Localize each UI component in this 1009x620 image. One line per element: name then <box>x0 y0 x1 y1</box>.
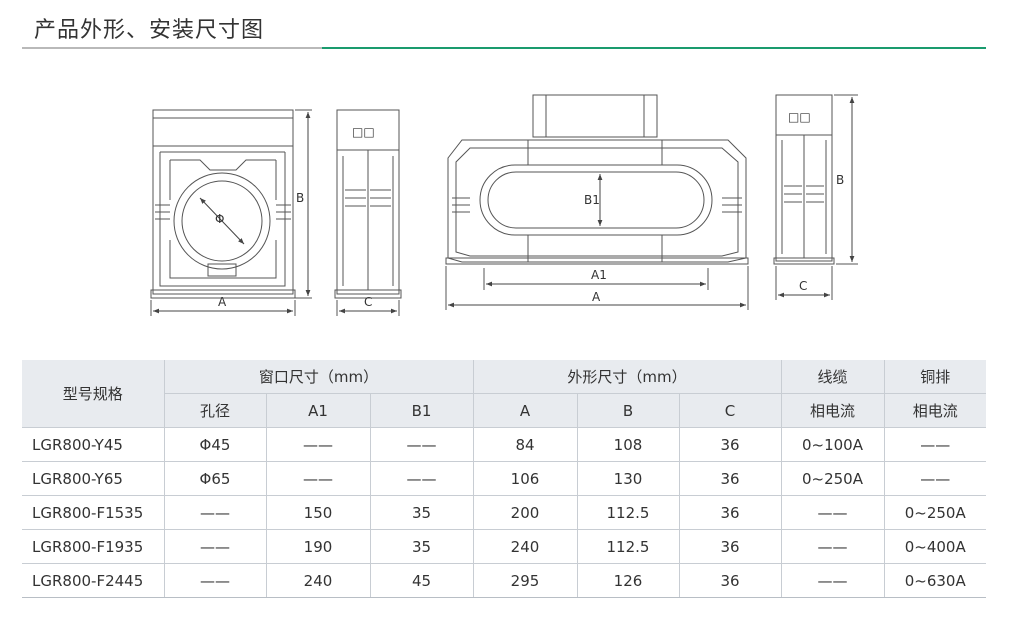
cell-model: LGR800-Y45 <box>22 427 165 462</box>
cell-b: 112.5 <box>577 495 680 530</box>
cell-busbar-current: —— <box>884 461 986 496</box>
label-box-rect: □□ <box>788 110 811 124</box>
label-c-round: C <box>364 295 372 309</box>
rectangular-type-side-view <box>773 94 858 300</box>
cell-a: 240 <box>473 529 578 564</box>
cell-c: 36 <box>679 427 782 462</box>
header-cable: 线缆 <box>781 360 885 394</box>
title-underline-green <box>322 47 986 49</box>
label-a-round: A <box>218 295 227 309</box>
table-row: LGR800-Y65 Φ65 —— —— 106 130 36 0~250A —… <box>22 461 986 496</box>
cell-c: 36 <box>679 563 782 598</box>
cell-a1: —— <box>266 461 371 496</box>
cell-b1: —— <box>370 427 474 462</box>
cell-a: 295 <box>473 563 578 598</box>
cell-b: 126 <box>577 563 680 598</box>
label-b1: B1 <box>584 193 600 207</box>
cell-a1: 190 <box>266 529 371 564</box>
rectangular-type-front-view <box>445 94 749 310</box>
cell-model: LGR800-F1535 <box>22 495 165 530</box>
cell-b1: —— <box>370 461 474 496</box>
header-model: 型号规格 <box>22 360 165 428</box>
cell-a1: 150 <box>266 495 371 530</box>
cell-cable-current: 0~250A <box>781 461 885 496</box>
cell-hole: Φ45 <box>164 427 267 462</box>
cell-a1: —— <box>266 427 371 462</box>
section-title: 产品外形、安装尺寸图 <box>34 18 265 43</box>
cell-cable-current: —— <box>781 563 885 598</box>
cell-model: LGR800-Y65 <box>22 461 165 496</box>
cell-hole: —— <box>164 495 267 530</box>
cell-b1: 35 <box>370 495 474 530</box>
cell-c: 36 <box>679 529 782 564</box>
subheader-busbar-phase-current: 相电流 <box>884 393 986 428</box>
label-phi: Φ <box>215 212 224 226</box>
cell-busbar-current: 0~630A <box>884 563 986 598</box>
table-row: LGR800-Y45 Φ45 —— —— 84 108 36 0~100A —— <box>22 427 986 462</box>
cell-b: 108 <box>577 427 680 462</box>
cell-b1: 35 <box>370 529 474 564</box>
subheader-a1: A1 <box>266 393 371 428</box>
cell-c: 36 <box>679 495 782 530</box>
cell-a1: 240 <box>266 563 371 598</box>
header-outline-size: 外形尺寸（mm） <box>473 360 782 394</box>
header-window-size: 窗口尺寸（mm） <box>164 360 474 394</box>
cell-cable-current: 0~100A <box>781 427 885 462</box>
cell-hole: —— <box>164 563 267 598</box>
label-a1: A1 <box>591 268 607 282</box>
specification-table: 型号规格 窗口尺寸（mm） 外形尺寸（mm） 线缆 铜排 孔径 A1 B1 A … <box>22 360 986 598</box>
cell-b: 112.5 <box>577 529 680 564</box>
subheader-a: A <box>473 393 578 428</box>
header-busbar: 铜排 <box>884 360 986 394</box>
cell-a: 106 <box>473 461 578 496</box>
cell-cable-current: —— <box>781 495 885 530</box>
label-b-rect: B <box>836 173 844 187</box>
cell-cable-current: —— <box>781 529 885 564</box>
cell-busbar-current: 0~400A <box>884 529 986 564</box>
subheader-b1: B1 <box>370 393 474 428</box>
subheader-hole-diameter: 孔径 <box>164 393 267 428</box>
cell-a: 200 <box>473 495 578 530</box>
table-row: LGR800-F2445 —— 240 45 295 126 36 —— 0~6… <box>22 563 986 598</box>
cell-model: LGR800-F2445 <box>22 563 165 598</box>
cell-b1: 45 <box>370 563 474 598</box>
label-b-round: B <box>296 191 304 205</box>
table-row: LGR800-F1535 —— 150 35 200 112.5 36 —— 0… <box>22 495 986 530</box>
cell-hole: —— <box>164 529 267 564</box>
cell-busbar-current: —— <box>884 427 986 462</box>
cell-b: 130 <box>577 461 680 496</box>
cell-c: 36 <box>679 461 782 496</box>
cell-hole: Φ65 <box>164 461 267 496</box>
round-type-side-view <box>334 109 402 316</box>
cell-busbar-current: 0~250A <box>884 495 986 530</box>
subheader-b: B <box>577 393 680 428</box>
round-type-front-view <box>150 109 312 316</box>
label-a-rect: A <box>592 290 601 304</box>
table-row: LGR800-F1935 —— 190 35 240 112.5 36 —— 0… <box>22 529 986 564</box>
dimension-drawings: Φ B A □□ C B1 A1 A □□ B C <box>150 94 858 316</box>
label-box-round: □□ <box>352 125 375 139</box>
title-underline-gray <box>22 47 322 49</box>
subheader-cable-phase-current: 相电流 <box>781 393 885 428</box>
subheader-c: C <box>679 393 782 428</box>
label-c-rect: C <box>799 279 807 293</box>
cell-model: LGR800-F1935 <box>22 529 165 564</box>
cell-a: 84 <box>473 427 578 462</box>
